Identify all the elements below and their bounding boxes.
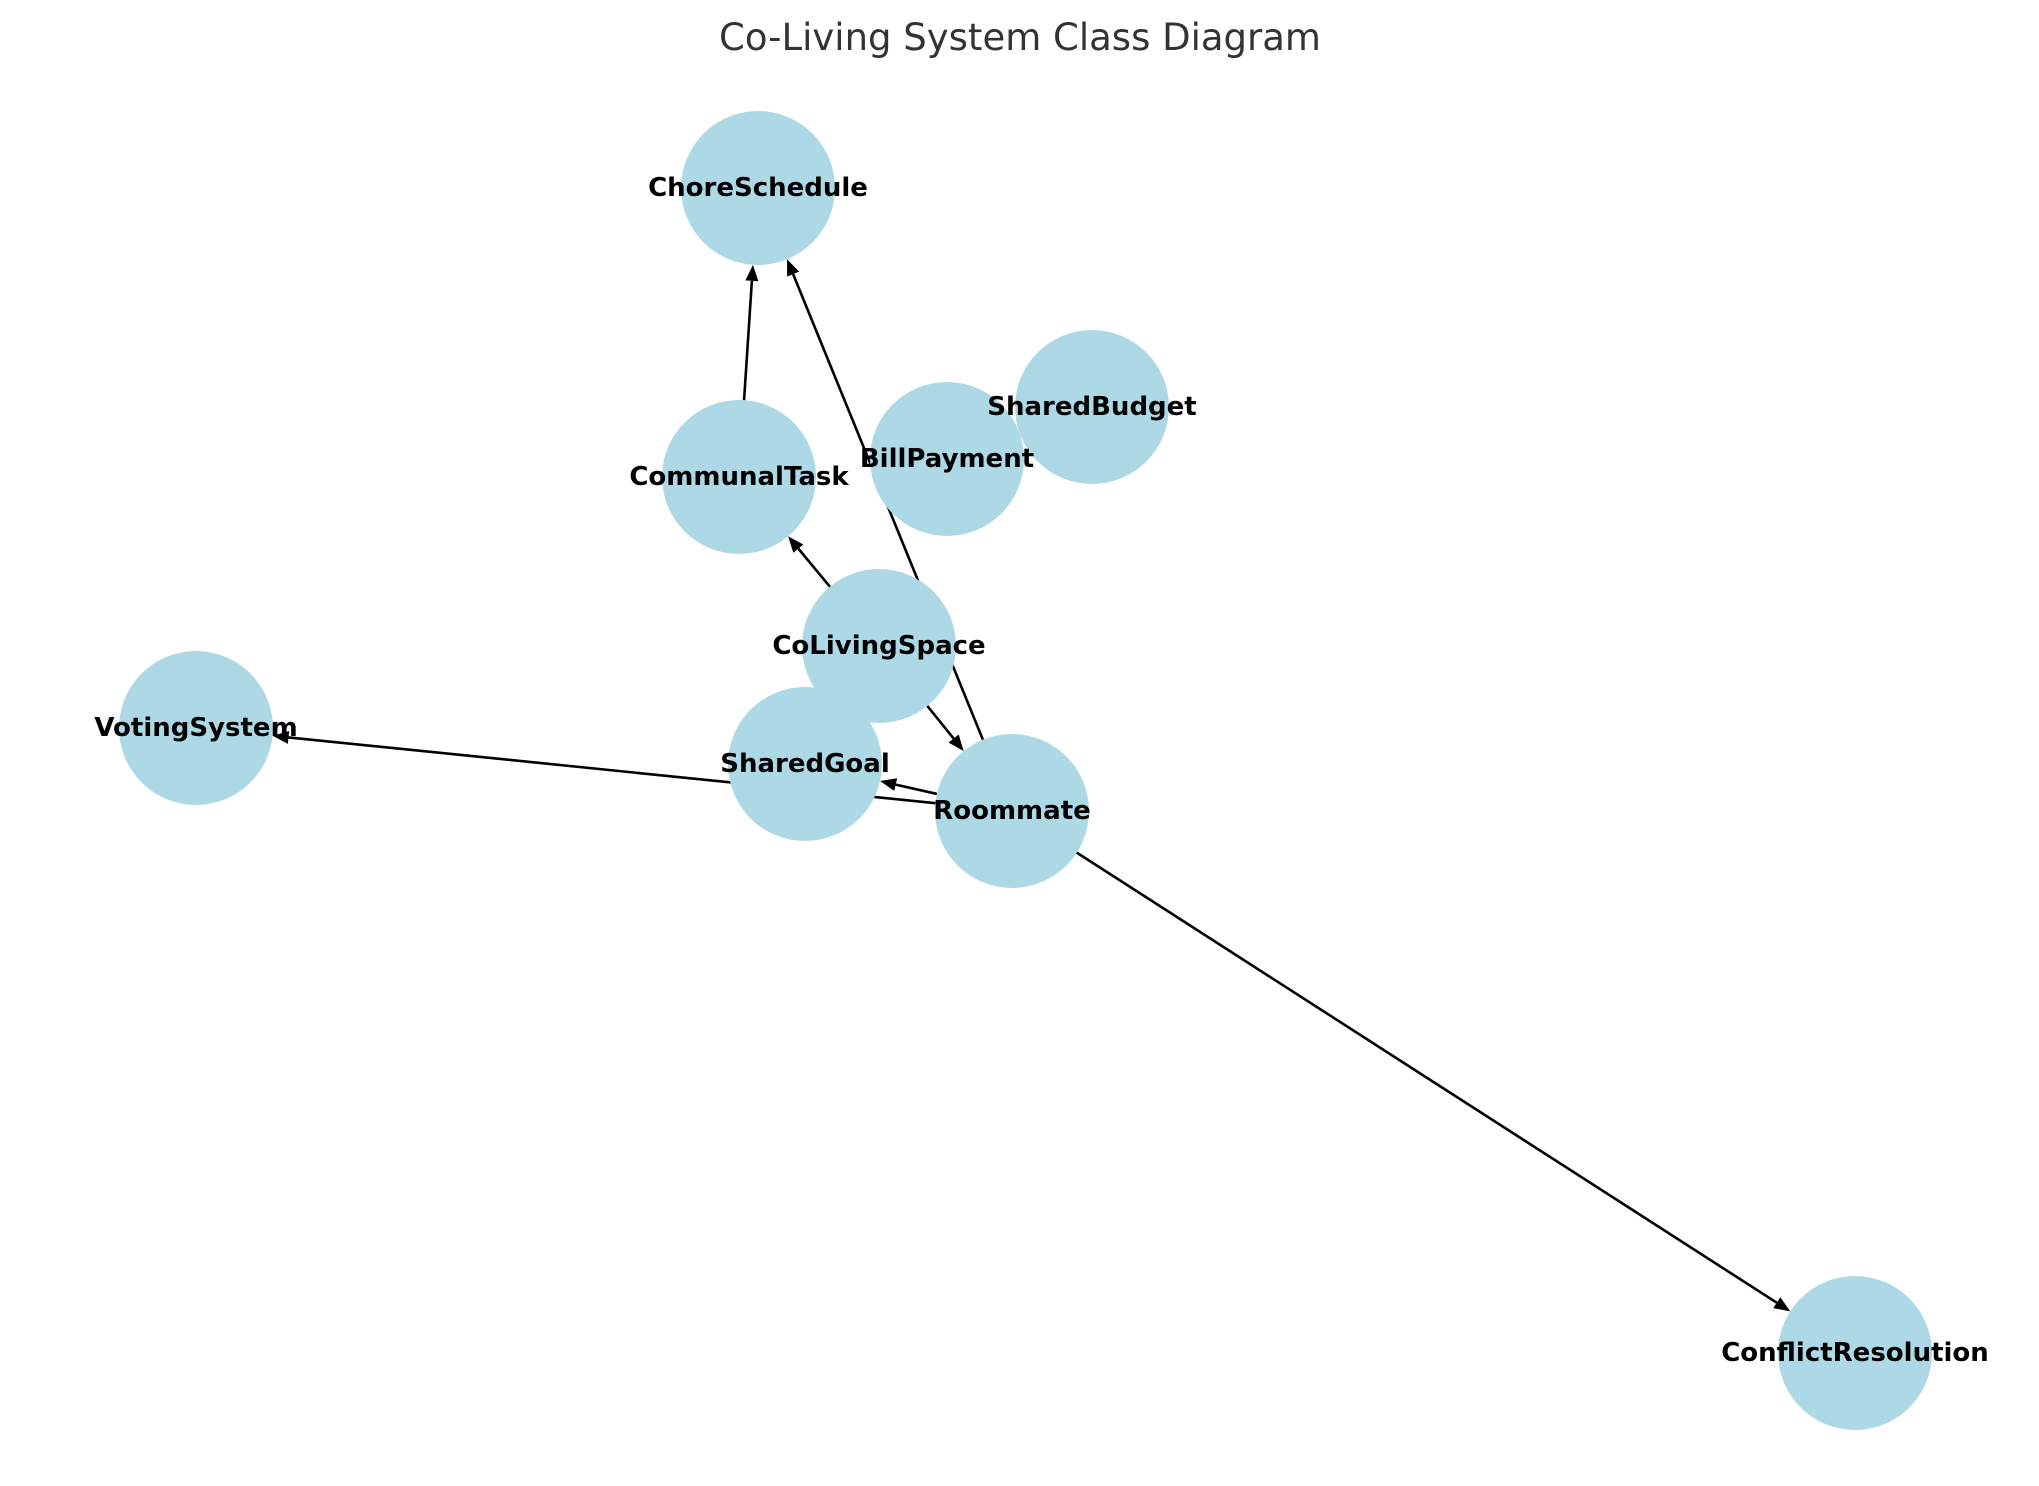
arrow-head <box>787 259 800 277</box>
arrow-head <box>745 264 759 282</box>
node-shared-budget <box>1015 330 1169 484</box>
edge-line <box>926 705 955 740</box>
node-bill-payment <box>870 382 1024 536</box>
node-shared-goal <box>728 687 882 841</box>
node-chore-schedule <box>681 111 835 265</box>
edge-line <box>797 547 831 588</box>
node-conflict-resolution <box>1778 1276 1932 1430</box>
diagram-title: Co-Living System Class Diagram <box>719 16 1321 59</box>
edge-line <box>742 280 754 401</box>
node-label-shared-goal: SharedGoal <box>720 749 890 779</box>
labels-layer: ChoreScheduleSharedBudgetBillPaymentComm… <box>94 173 1988 1368</box>
nodes-layer <box>119 111 1932 1430</box>
node-voting-system <box>119 651 273 805</box>
edge-co-living-space-to-roommate <box>926 705 964 752</box>
node-label-communal-task: CommunalTask <box>629 462 849 492</box>
node-label-chore-schedule: ChoreSchedule <box>648 173 868 203</box>
arrow-head <box>788 536 804 553</box>
arrow-head <box>948 734 964 752</box>
node-label-conflict-resolution: ConflictResolution <box>1721 1338 1989 1368</box>
node-co-living-space <box>802 569 956 723</box>
edge-co-living-space-to-communal-task <box>788 536 831 588</box>
arrow-head <box>1773 1297 1791 1312</box>
edge-line <box>1076 851 1778 1304</box>
node-label-co-living-space: CoLivingSpace <box>772 631 985 661</box>
edge-line <box>895 783 938 796</box>
node-communal-task <box>662 400 816 554</box>
node-label-roommate: Roommate <box>933 796 1091 826</box>
edge-roommate-to-conflict-resolution <box>1076 851 1791 1312</box>
edge-communal-task-to-chore-schedule <box>742 264 759 401</box>
node-label-shared-budget: SharedBudget <box>987 392 1196 422</box>
arrow-head <box>272 730 290 744</box>
node-label-bill-payment: BillPayment <box>860 444 1034 474</box>
arrow-head <box>880 778 898 791</box>
node-label-voting-system: VotingSystem <box>94 713 297 743</box>
node-roommate <box>935 734 1089 888</box>
edge-roommate-to-shared-goal <box>880 778 938 796</box>
